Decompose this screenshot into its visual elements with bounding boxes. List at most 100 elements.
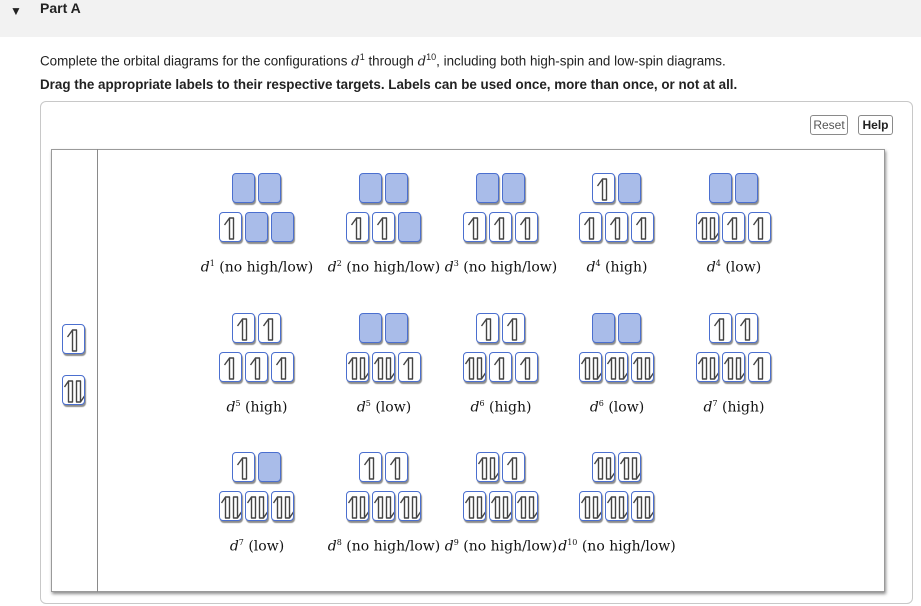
eg-orbital-target[interactable] [735,313,758,343]
t2g-orbital-target[interactable] [722,212,745,242]
t2g-orbital-target[interactable] [579,352,602,382]
eg-orbital-target[interactable] [502,313,525,343]
eg-orbital-target[interactable] [618,313,641,343]
eg-orbital-target[interactable] [232,452,255,482]
eg-orbital-target[interactable] [618,173,641,203]
up-arrow-icon [490,496,501,519]
eg-orbital-target[interactable] [476,173,499,203]
t2g-orbital-target[interactable] [722,352,745,382]
t2g-orbital-target[interactable] [372,491,395,521]
eg-orbital-target[interactable] [709,313,732,343]
eg-orbital-target[interactable] [735,173,758,203]
t2g-orbital-target[interactable] [463,491,486,521]
t2g-orbital-target[interactable] [489,352,512,382]
t2g-orbital-target[interactable] [463,352,486,382]
t2g-orbital-target[interactable] [219,352,242,382]
t2g-orbital-target[interactable] [579,491,602,521]
eg-orbital-target[interactable] [232,313,255,343]
eg-orbital-target[interactable] [258,452,281,482]
t2g-orbital-target[interactable] [398,352,421,382]
spin-description: (no high/low) [341,538,441,555]
t2g-orbital-target[interactable] [748,212,771,242]
configuration-label: d7 (high) [704,399,765,416]
eg-orbital-target[interactable] [476,452,499,482]
electron-count: 4 [595,259,601,268]
up-arrow-icon [223,217,235,240]
single-arrow-label[interactable] [62,324,85,354]
up-arrow-icon [635,217,647,240]
eg-orbital-target[interactable] [709,173,732,203]
t2g-orbital-target[interactable] [372,352,395,382]
t2g-orbital-target[interactable] [271,352,294,382]
d-symbol: d [327,259,337,276]
up-arrow-icon [347,357,358,380]
spin-description: (high) [717,399,765,416]
d-symbol: d [200,259,210,276]
t2g-orbital-target[interactable] [605,352,628,382]
t2g-orbital-target[interactable] [346,212,369,242]
electron-count: 8 [336,538,342,547]
t2g-orbital-target[interactable] [515,352,538,382]
down-arrow-icon [385,357,394,380]
t2g-orbital-target[interactable] [696,212,719,242]
eg-orbital-target[interactable] [592,173,615,203]
eg-orbital-target[interactable] [502,452,525,482]
eg-orbital-target[interactable] [258,173,281,203]
eg-orbital-target[interactable] [359,452,382,482]
t2g-orbital-target[interactable] [631,352,654,382]
t2g-orbital-target[interactable] [631,491,654,521]
d-symbol: d [351,54,360,70]
t2g-orbital-target[interactable] [245,491,268,521]
t2g-orbital-target[interactable] [515,491,538,521]
t2g-orbital-target[interactable] [219,212,242,242]
up-arrow-icon [402,357,414,380]
t2g-orbital-target[interactable] [579,212,602,242]
t2g-orbital-target[interactable] [696,352,719,382]
electron-count: 4 [715,259,721,268]
eg-orbital-target[interactable] [232,173,255,203]
t2g-orbital-target[interactable] [219,491,242,521]
t2g-orbital-target[interactable] [489,212,512,242]
eg-orbital-target[interactable] [592,452,615,482]
part-header[interactable]: ▼ Part A [0,0,921,37]
up-arrow-icon [389,457,401,480]
reset-button[interactable]: Reset [810,115,848,135]
eg-orbital-target[interactable] [359,313,382,343]
t2g-orbital-target[interactable] [271,491,294,521]
eg-orbital-target[interactable] [385,313,408,343]
eg-orbital-target[interactable] [258,313,281,343]
up-arrow-icon [606,357,617,380]
t2g-orbital-target[interactable] [463,212,486,242]
up-arrow-icon [363,457,375,480]
eg-orbital-target[interactable] [385,452,408,482]
up-arrow-icon [399,496,410,519]
up-arrow-icon [493,357,505,380]
t2g-orbital-target[interactable] [346,491,369,521]
t2g-orbital-target[interactable] [346,352,369,382]
up-arrow-icon [596,178,608,201]
eg-orbital-target[interactable] [592,313,615,343]
caret-down-icon[interactable]: ▼ [10,4,22,18]
paired-arrow-label[interactable] [62,375,85,405]
eg-orbital-target[interactable] [618,452,641,482]
t2g-orbital-target[interactable] [605,491,628,521]
t2g-orbital-target[interactable] [605,212,628,242]
help-button[interactable]: Help [858,115,893,135]
t2g-orbital-target[interactable] [489,491,512,521]
eg-orbital-target[interactable] [502,173,525,203]
t2g-orbital-target[interactable] [515,212,538,242]
spin-description: (low) [243,538,285,555]
eg-orbital-target[interactable] [359,173,382,203]
t2g-orbital-target[interactable] [271,212,294,242]
eg-orbital-target[interactable] [385,173,408,203]
t2g-orbital-target[interactable] [631,212,654,242]
t2g-orbital-target[interactable] [245,352,268,382]
t2g-orbital-target[interactable] [372,212,395,242]
t2g-orbital-target[interactable] [748,352,771,382]
eg-orbital-target[interactable] [476,313,499,343]
down-arrow-icon [489,457,498,480]
t2g-orbital-target[interactable] [398,212,421,242]
t2g-orbital-target[interactable] [398,491,421,521]
t2g-orbital-target[interactable] [245,212,268,242]
configuration-label: d10 (no high/low) [558,538,676,555]
